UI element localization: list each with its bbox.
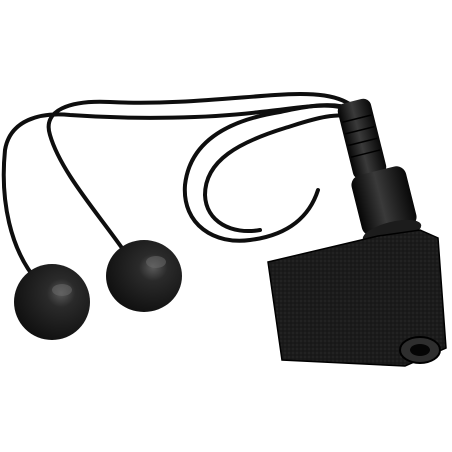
right-transducer-disc	[106, 240, 182, 312]
left-transducer-disc	[14, 264, 90, 340]
cable	[1, 91, 362, 284]
output-jack-icon	[399, 336, 441, 364]
jack-connector	[337, 98, 422, 245]
velcro-pad	[267, 229, 447, 367]
